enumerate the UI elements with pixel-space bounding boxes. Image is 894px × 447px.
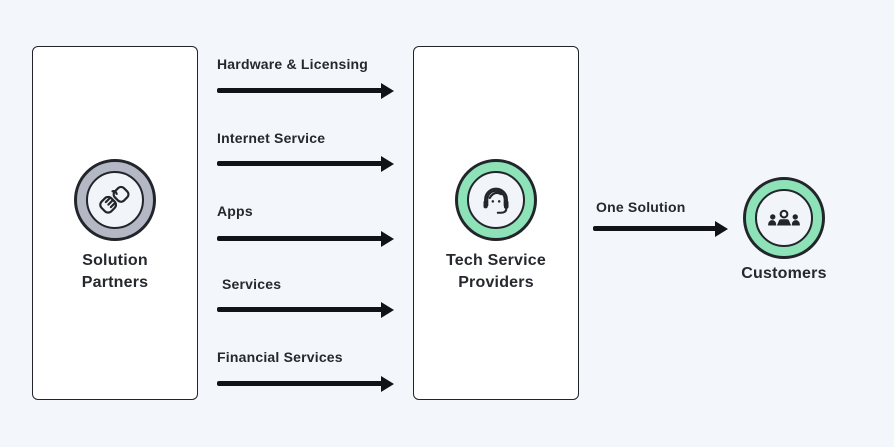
- arrow-head-icon: [381, 230, 394, 247]
- flow-label-one-solution: One Solution: [596, 199, 686, 215]
- arrow-shaft: [217, 88, 383, 93]
- tech-service-providers-label: Tech Service Providers: [446, 252, 546, 291]
- arrow-head-icon: [381, 155, 394, 172]
- solution-partners-box: Solution Partners: [32, 46, 198, 400]
- solution-partners-badge: [74, 159, 156, 241]
- solution-partners-label: Solution Partners: [81, 252, 149, 291]
- flow-label-hardware-licensing: Hardware & Licensing: [217, 56, 369, 72]
- tech-service-providers-badge: [455, 159, 537, 241]
- tech-service-providers-box: Tech Service Providers: [413, 46, 579, 400]
- arrow-shaft: [217, 161, 383, 166]
- arrow-shaft: [217, 236, 383, 241]
- arrow-shaft: [593, 226, 717, 231]
- arrow-head-icon: [381, 375, 394, 392]
- flow-arrow-internet-service: [217, 155, 394, 172]
- flow-label-internet-service: Internet Service: [217, 130, 326, 146]
- handshake-icon: [86, 171, 144, 229]
- flow-label-financial-services: Financial Services: [217, 349, 343, 365]
- flow-label-apps: Apps: [217, 203, 253, 219]
- flow-arrow-hardware-licensing: [217, 82, 394, 99]
- flow-arrow-one-solution: [593, 220, 728, 237]
- customers-label: Customers: [741, 265, 827, 282]
- customers-badge: [743, 177, 825, 259]
- arrow-shaft: [217, 381, 383, 386]
- arrow-head-icon: [381, 82, 394, 99]
- headset-agent-icon: [467, 171, 525, 229]
- flow-arrow-apps: [217, 230, 394, 247]
- flow-arrow-services: [217, 301, 394, 318]
- flow-label-services: Services: [222, 276, 282, 292]
- arrow-shaft: [217, 307, 383, 312]
- flow-arrow-financial-services: [217, 375, 394, 392]
- arrow-head-icon: [381, 301, 394, 318]
- arrow-head-icon: [715, 220, 728, 237]
- people-group-icon: [755, 189, 813, 247]
